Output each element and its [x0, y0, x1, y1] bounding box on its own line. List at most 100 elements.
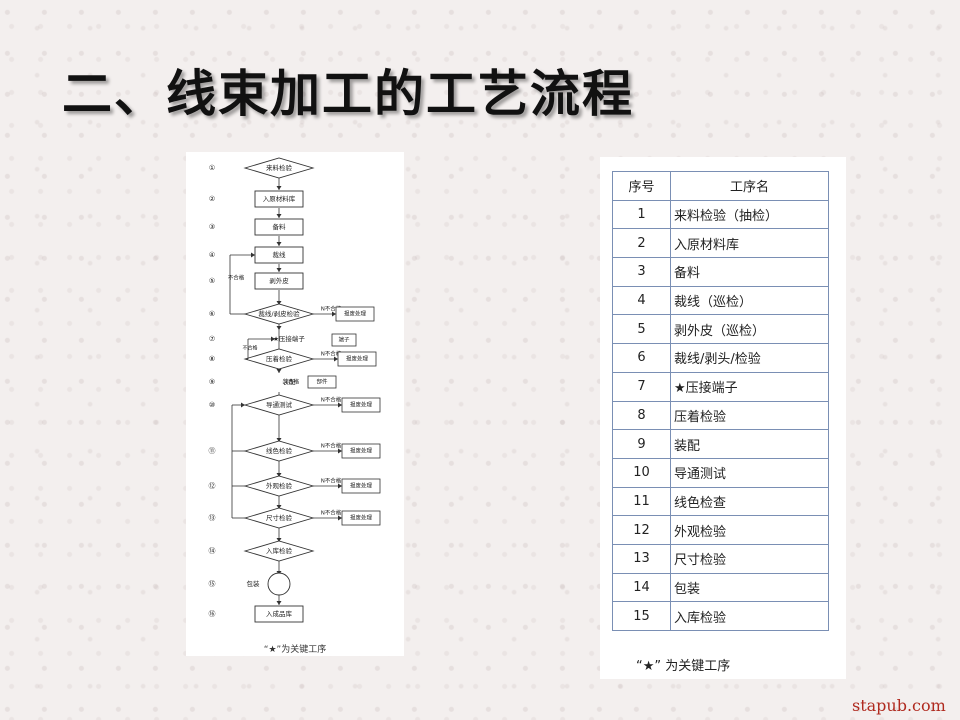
- arrow-head: [276, 326, 282, 330]
- page-title: 二、线束加工的工艺流程: [62, 65, 634, 123]
- arrow-head: [276, 601, 282, 605]
- arrow-head: [338, 448, 342, 454]
- fail-label: 不合格: [228, 274, 245, 282]
- decision-diamond: [243, 540, 315, 562]
- step-number-label: ⑧: [209, 355, 215, 363]
- reject-label: N不合格: [321, 305, 342, 313]
- step-name: 备料: [670, 257, 829, 287]
- step-number-label: ⑯: [209, 610, 216, 618]
- step-name: 剥外皮（巡检）: [670, 314, 829, 345]
- flowchart-note: “★”为关键工序: [263, 645, 327, 655]
- step-label: 裁线: [273, 250, 287, 259]
- step-name: 外观检验: [670, 515, 829, 545]
- fail-label: 不合格: [242, 345, 257, 352]
- step-number: 15: [612, 601, 671, 631]
- step-number: 9: [612, 429, 671, 459]
- arrow-head: [271, 336, 275, 342]
- step-number: 14: [612, 572, 671, 603]
- step-name: 裁线/剥头/检验: [670, 343, 829, 373]
- arrow-head: [276, 438, 282, 442]
- process-box: [254, 605, 304, 623]
- arrow-head: [276, 268, 282, 272]
- parts-label: 部件: [316, 378, 328, 386]
- step-number-label: ⑮: [209, 580, 216, 588]
- process-box: [254, 272, 304, 290]
- arrow-head: [241, 402, 245, 408]
- arrow-head: [276, 369, 282, 373]
- reject-box-label: 报废处理: [350, 447, 373, 455]
- step-number: 7: [612, 371, 671, 402]
- step-number: 2: [612, 228, 671, 259]
- reject-box-label: 报废处理: [344, 310, 367, 318]
- step-name: 入原材料库: [670, 228, 829, 259]
- step-label: 入库检验: [266, 546, 293, 555]
- step-label: 线色检验: [266, 446, 293, 455]
- step-number: 5: [612, 314, 671, 345]
- step-number: 10: [612, 457, 671, 488]
- pass-label: Y合格: [284, 378, 300, 386]
- arrow-head: [276, 242, 282, 246]
- step-name: 压着检验: [670, 400, 829, 431]
- reject-label: N不合格: [321, 509, 342, 517]
- step-number: 3: [612, 257, 671, 287]
- terminal-label: 端子: [338, 336, 350, 344]
- step-number-label: ⑫: [209, 482, 216, 490]
- arrow-head: [338, 483, 342, 489]
- reject-box-label: 报废处理: [346, 355, 369, 363]
- reject-box: [341, 443, 381, 459]
- step-name: 线色检查: [670, 486, 829, 517]
- arrow-head: [276, 301, 282, 305]
- step-name: 装配: [670, 429, 829, 459]
- column-header-name: 工序名: [670, 171, 829, 201]
- reject-box: [341, 510, 381, 526]
- step-label: 装配: [283, 377, 297, 386]
- step-number: 11: [612, 486, 671, 517]
- step-label: 压着检验: [266, 354, 293, 363]
- table-header-row: 序号 工序名: [612, 171, 829, 201]
- step-number-label: ⑨: [209, 378, 215, 386]
- step-number-label: ⑤: [209, 277, 215, 285]
- step-name: ★压接端子: [670, 371, 829, 402]
- step-number-label: ⑭: [209, 547, 216, 555]
- step-number-label: ⑦: [209, 335, 215, 343]
- step-label: 导通测试: [266, 400, 293, 409]
- table-row: 7★压接端子: [612, 371, 829, 402]
- step-name: 尺寸检验: [670, 543, 829, 574]
- step-label: 剥外皮: [269, 276, 289, 285]
- step-number-label: ⑬: [209, 514, 216, 522]
- step-label: 包装: [247, 579, 261, 588]
- arrow-head: [276, 505, 282, 509]
- arrow-head: [276, 214, 282, 218]
- reject-box-label: 报废处理: [350, 482, 373, 490]
- reject-box: [337, 351, 377, 367]
- step-number-label: ②: [209, 195, 215, 203]
- step-number: 4: [612, 285, 671, 316]
- step-number: 13: [612, 543, 671, 574]
- terminal-box: [331, 333, 357, 347]
- step-label: 入成品库: [266, 609, 293, 618]
- parts-box: [307, 375, 337, 389]
- arrow-head: [334, 356, 338, 362]
- step-label: 来料检验: [266, 163, 293, 172]
- step-number-label: ①: [209, 164, 215, 172]
- step-number-label: ⑪: [209, 447, 216, 455]
- packaging-circle: [267, 572, 291, 596]
- reject-label: N不合格: [321, 477, 342, 485]
- step-name: 入库检验: [670, 601, 829, 631]
- step-name: 裁线（巡检）: [670, 285, 829, 316]
- step-name: 来料检验（抽检）: [670, 199, 829, 230]
- reject-label: N不合格: [321, 350, 342, 358]
- step-label: 外观检验: [266, 481, 293, 490]
- step-label: 备料: [273, 222, 287, 231]
